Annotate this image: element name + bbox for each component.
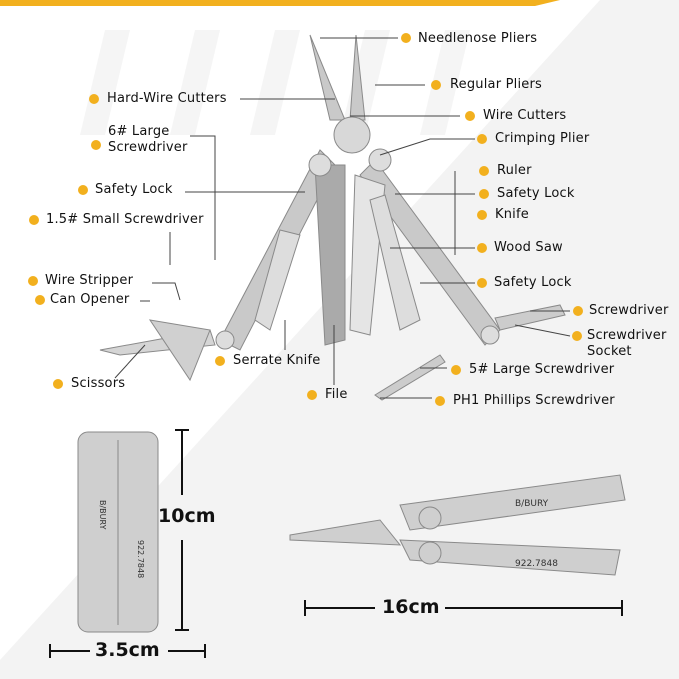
bullet-icon [477, 210, 487, 220]
label-needlenose-pliers: Needlenose Pliers [418, 31, 538, 46]
label-safety-lock: Safety Lock [494, 275, 572, 290]
label-small-screwdriver: 1.5# Small Screwdriver [46, 212, 204, 227]
bullet-icon [401, 33, 411, 43]
dimension-height: 10cm [158, 505, 216, 527]
label-safety-lock: Safety Lock [497, 186, 575, 201]
label-hard-wire-cutters: Hard-Wire Cutters [107, 91, 227, 106]
label-screwdriver: Screwdriver [589, 303, 669, 318]
label-serrate-knife: Serrate Knife [233, 353, 321, 368]
bullet-icon [477, 134, 487, 144]
bullet-icon [29, 215, 39, 225]
pliers-model: 922.7848 [515, 559, 558, 569]
label-knife: Knife [495, 207, 529, 222]
bullet-icon [307, 390, 317, 400]
bullet-icon [53, 379, 63, 389]
bullet-icon [573, 306, 583, 316]
bullet-icon [35, 295, 45, 305]
bullet-icon [78, 185, 88, 195]
label-5-large-screwdriver: 5# Large Screwdriver [469, 362, 615, 377]
label-scissors: Scissors [71, 376, 126, 391]
bullet-icon [572, 331, 582, 341]
label-crimping-plier: Crimping Plier [495, 131, 590, 146]
label-line: Screwdriver [587, 328, 667, 343]
label-line: Socket [587, 344, 632, 359]
top-accent-bar [0, 0, 560, 6]
label-safety-lock: Safety Lock [95, 182, 173, 197]
leader-lines [114, 37, 571, 399]
multitool-closed: B/BURY 922.7848 [77, 431, 159, 633]
watermark-logo [80, 30, 470, 135]
bullet-icon [435, 396, 445, 406]
dimension-length: 16cm [382, 596, 440, 618]
multitool-open [99, 34, 566, 401]
closed-model: 922.7848 [136, 540, 145, 578]
label-regular-pliers: Regular Pliers [450, 77, 542, 92]
bullet-icon [477, 243, 487, 253]
label-wire-stripper: Wire Stripper [45, 273, 134, 288]
label-line: Screwdriver [108, 140, 188, 155]
label-file: File [325, 387, 348, 402]
bullet-icon [477, 278, 487, 288]
bullet-icon [465, 111, 475, 121]
label-ph1-phillips-screwdriver: PH1 Phillips Screwdriver [453, 393, 615, 408]
bullet-icon [89, 94, 99, 104]
dimension-width: 3.5cm [95, 639, 160, 661]
bullet-icon [28, 276, 38, 286]
label-wood-saw: Wood Saw [494, 240, 563, 255]
bullet-icon [91, 140, 101, 150]
pliers-brand: B/BURY [515, 499, 549, 509]
bullet-icon [431, 80, 441, 90]
dimension-lines [49, 429, 623, 658]
label-ruler: Ruler [497, 163, 532, 178]
label-line: 6# Large [108, 124, 170, 139]
closed-brand: B/BURY [98, 500, 107, 530]
bullet-icon [215, 356, 225, 366]
bullet-icon [479, 189, 489, 199]
bullet-icon [451, 365, 461, 375]
multitool-pliers: B/BURY 922.7848 [289, 474, 626, 576]
label-can-opener: Can Opener [50, 292, 130, 307]
label-wire-cutters: Wire Cutters [483, 108, 567, 123]
bullet-icon [479, 166, 489, 176]
